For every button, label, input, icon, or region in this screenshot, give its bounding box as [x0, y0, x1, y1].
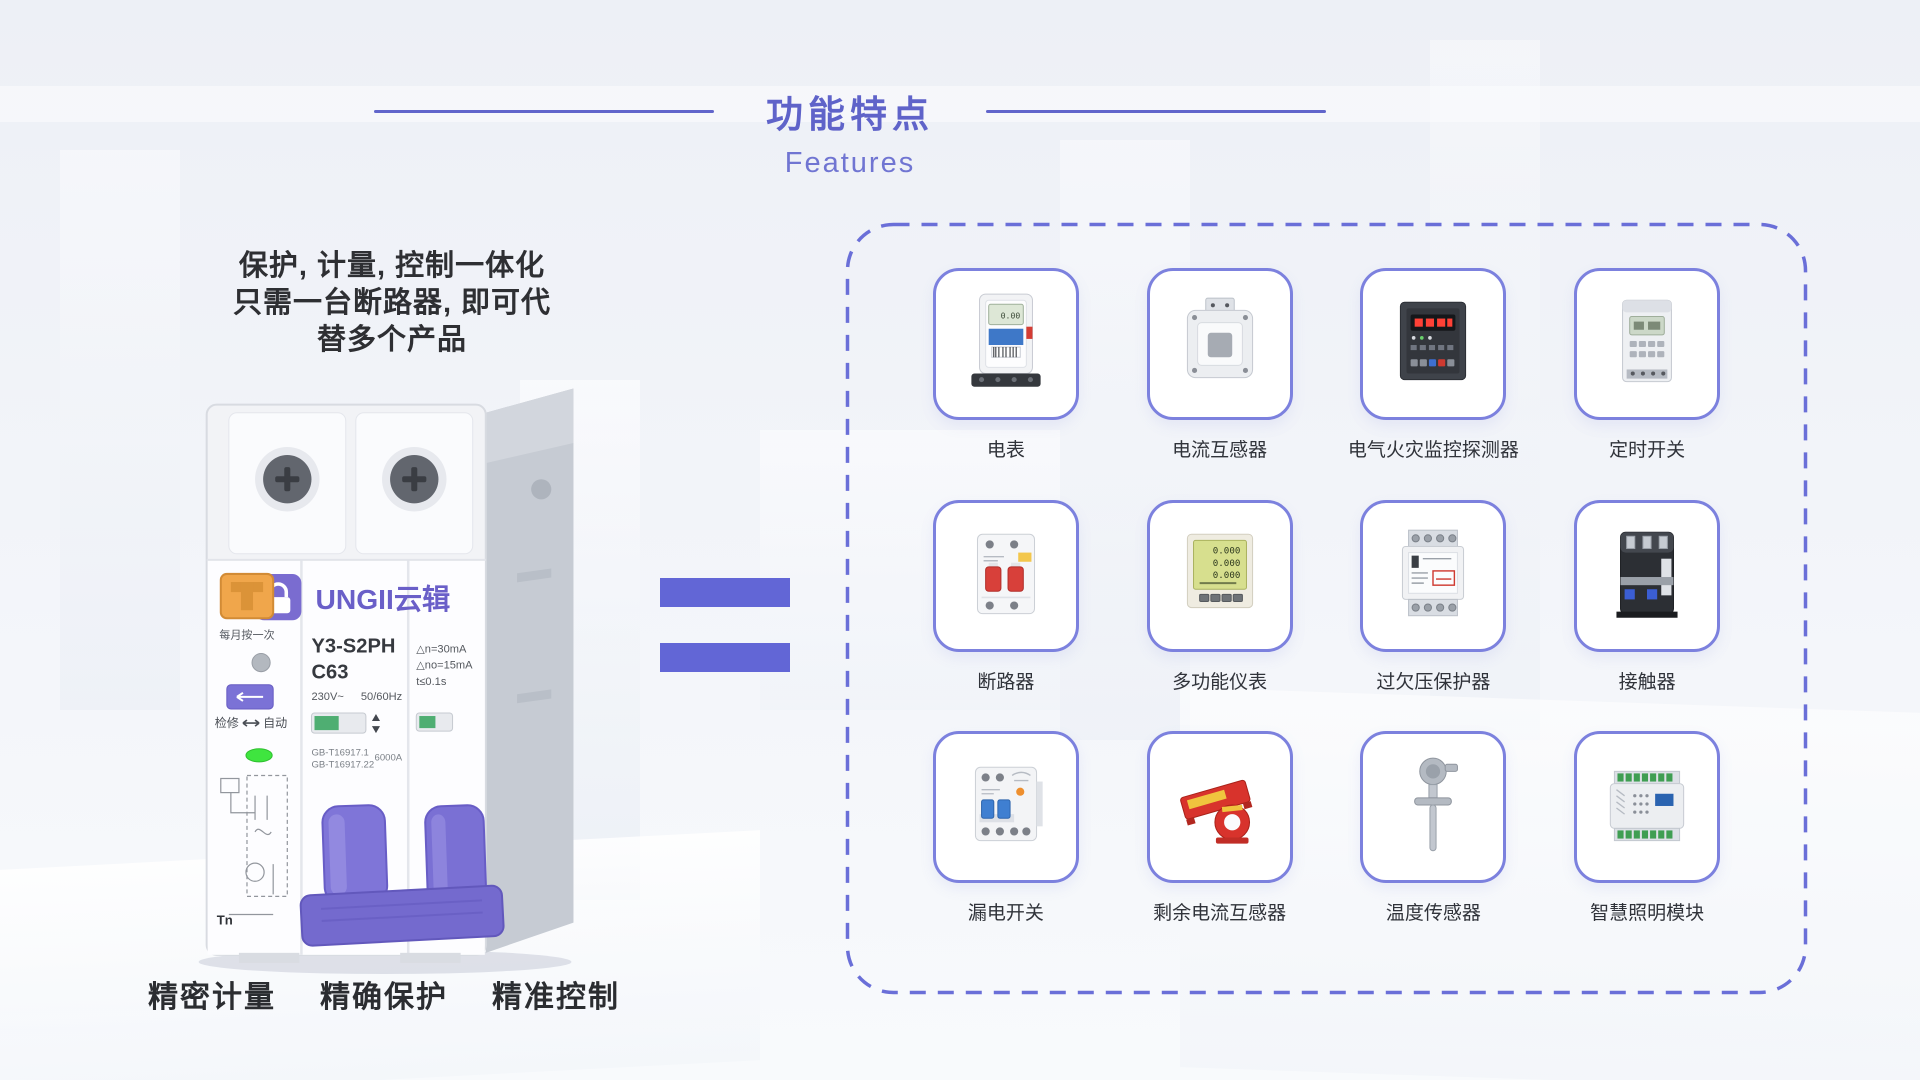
fire-monitor-icon: [1400, 301, 1467, 381]
current-transformer-icon: [1186, 297, 1253, 379]
product-cell-circuit-breaker: 断路器: [899, 499, 1113, 732]
spec-text-2: △no=15mA: [416, 660, 473, 672]
product-card: [1146, 268, 1293, 420]
footer-label-protection: 精确保护: [320, 981, 448, 1014]
product-label: 过欠压保护器: [1376, 671, 1491, 693]
product-card: [1146, 731, 1293, 884]
product-cell-voltage-protector: 过欠压保护器: [1327, 499, 1541, 732]
product-cell-leakage-switch: 漏电开关: [899, 731, 1113, 963]
frequency-text: 50/60Hz: [361, 691, 402, 703]
product-card: [1574, 731, 1721, 884]
circuit-breaker-icon: [976, 533, 1035, 614]
product-card: 0.00: [932, 268, 1079, 420]
intro-line-1: 保护, 计量, 控制一体化: [238, 250, 546, 282]
products-grid: 0.00 电表: [899, 268, 1754, 963]
intro-line-2: 只需一台断路器, 即可代: [232, 287, 552, 319]
dashed-border: [845, 222, 1808, 995]
brand-text: UNGII云辑: [316, 583, 451, 615]
toggle-handle-left: [321, 804, 389, 904]
meter-screen-value: 0.00: [1001, 311, 1021, 321]
product-label: 多功能仪表: [1172, 671, 1268, 693]
product-cell-meter: 0.00 电表: [899, 268, 1113, 500]
model-text: Y3-S2PH: [311, 636, 395, 658]
product-cell-contactor: 接触器: [1540, 499, 1754, 732]
standard-text-2: GB-T16917.22: [311, 759, 374, 770]
product-card: [932, 731, 1079, 884]
status-led: [245, 748, 273, 763]
toggle-crossbar: [299, 884, 505, 947]
background-decoration: [60, 150, 180, 710]
breaker-product-image: UNGII云辑 每月按一次 检修 自动 Tn Y3-S2PH C63 2: [166, 320, 594, 975]
footer-label-metering: 精密计量: [148, 981, 276, 1014]
product-cell-residual-ct: 剩余电流互感器: [1113, 731, 1327, 963]
timer-switch-icon: [1622, 299, 1673, 383]
mode-right-text: 自动: [263, 716, 287, 730]
test-note-text: 每月按一次: [219, 627, 274, 641]
header: 功能特点 Features: [374, 84, 1326, 180]
product-label: 智慧照明模块: [1590, 903, 1705, 925]
product-cell-lighting-module: 智慧照明模块: [1540, 731, 1754, 963]
product-card: [1360, 268, 1507, 420]
rating-text: C63: [311, 662, 348, 684]
product-label: 定时开关: [1609, 440, 1686, 461]
t-label: Tn: [217, 913, 233, 928]
product-label: 电流互感器: [1172, 440, 1268, 461]
product-label: 断路器: [977, 671, 1035, 693]
page-title: 功能特点: [766, 94, 934, 135]
multifunction-meter-icon: 0.000 0.000 0.000: [1186, 533, 1253, 608]
voltage-text: 230V~: [311, 691, 343, 703]
intro-text: 保护, 计量, 控制一体化 只需一台断路器, 即可代 替多个产品: [152, 248, 632, 359]
page-subtitle: Features: [784, 147, 916, 179]
energy-meter-icon: 0.00: [971, 293, 1041, 387]
product-cell-temp-sensor: 温度传感器: [1327, 731, 1541, 963]
product-label: 温度传感器: [1385, 903, 1481, 925]
product-card: [1360, 499, 1507, 652]
product-label: 漏电开关: [967, 903, 1044, 925]
temperature-sensor-icon: [1414, 757, 1459, 852]
intro-line-3: 替多个产品: [316, 324, 467, 356]
product-label: 电表: [986, 440, 1025, 461]
title-left-line: [374, 109, 714, 113]
footer-labels: 精密计量 精确保护 精准控制: [148, 972, 620, 1016]
standard-text-1: GB-T16917.1: [311, 747, 368, 758]
product-card: [1360, 731, 1507, 884]
mode-left-text: 检修: [215, 715, 239, 730]
product-card: [1574, 499, 1721, 652]
voltage-protector-icon: [1402, 529, 1465, 616]
lcd-row-3: 0.000: [1212, 570, 1240, 581]
equals-bar-bottom: [660, 643, 790, 672]
lcd-row-1: 0.000: [1212, 545, 1240, 556]
equals-sign: [660, 578, 790, 672]
products-panel: 0.00 电表: [845, 222, 1808, 995]
product-cell-fire-monitor: 电气火灾监控探测器: [1327, 268, 1541, 500]
toggle-handle-right: [424, 804, 487, 904]
spec-text-3: t≤0.1s: [416, 676, 447, 688]
product-cell-multifunction-meter: 0.000 0.000 0.000 多功能仪表: [1113, 499, 1327, 732]
title-right-line: [986, 109, 1326, 113]
product-card: 0.000 0.000 0.000: [1146, 499, 1293, 652]
contactor-icon: [1616, 531, 1678, 618]
product-label: 剩余电流互感器: [1153, 903, 1287, 925]
footer-label-control: 精准控制: [492, 981, 620, 1014]
circuit-diagram: [220, 774, 288, 916]
product-label: 电气火灾监控探测器: [1347, 440, 1519, 461]
leakage-switch-icon: [974, 767, 1043, 842]
smart-lighting-module-icon: [1609, 771, 1685, 842]
product-card: [1574, 268, 1721, 420]
spec-text-1: △n=30mA: [416, 644, 467, 656]
lcd-row-2: 0.000: [1212, 557, 1240, 568]
product-label: 接触器: [1618, 671, 1676, 693]
product-cell-timer-switch: 定时开关: [1540, 268, 1754, 500]
equals-bar-top: [660, 578, 790, 607]
breaking-capacity-text: 6000A: [375, 752, 403, 763]
product-cell-current-transformer: 电流互感器: [1113, 268, 1327, 500]
product-card: [932, 499, 1079, 652]
residual-current-transformer-icon: [1179, 780, 1253, 844]
breaker-illustration: UNGII云辑 每月按一次 检修 自动 Tn Y3-S2PH C63 2: [198, 388, 574, 974]
